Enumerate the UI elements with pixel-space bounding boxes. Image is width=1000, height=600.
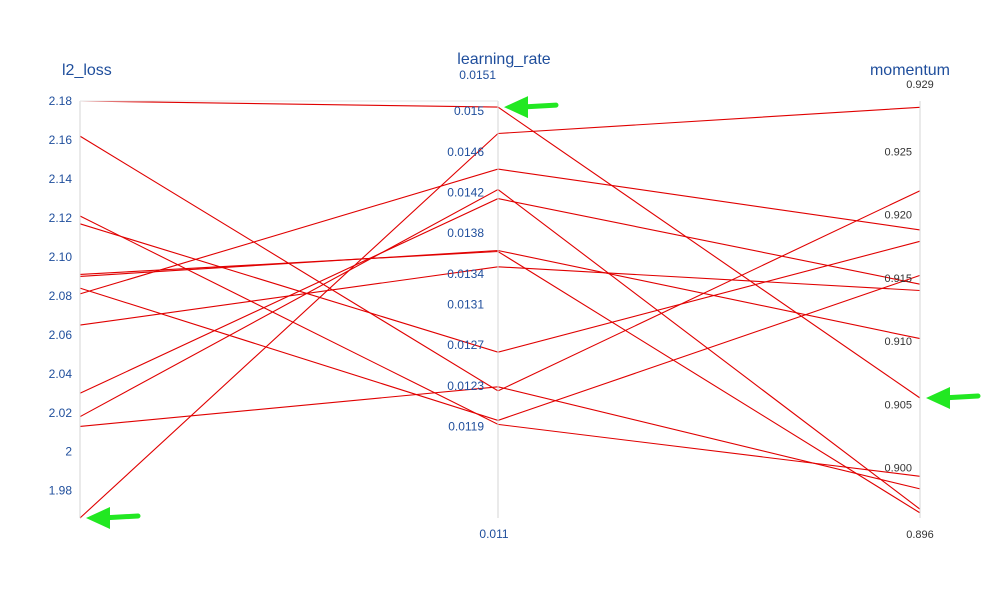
tick-label-learning-rate: 0.0142 xyxy=(447,186,484,200)
tick-label-learning-rate: 0.0134 xyxy=(447,267,484,281)
tick-label-l2-loss: 2.12 xyxy=(49,211,73,225)
tick-label-l2-loss: 2.04 xyxy=(49,367,73,381)
tick-label-learning-rate: 0.0146 xyxy=(447,145,484,159)
highlight-arrow-momentum xyxy=(926,386,981,409)
lines-layer xyxy=(79,100,921,519)
axis-titles: l2_loss learning_rate momentum xyxy=(62,51,950,79)
tick-label-l2-loss: 2.14 xyxy=(49,172,73,186)
tick-label-learning-rate: 0.011 xyxy=(479,527,508,541)
tick-label-momentum: 0.920 xyxy=(884,210,912,222)
axes-layer: 1.98 2 2.02 2.04 2.06 2.08 2.10 2.12 2.14 2.16 2.1… xyxy=(49,68,934,541)
highlight-arrow-l2-loss xyxy=(86,507,141,529)
tick-label-momentum: 0.910 xyxy=(884,336,912,348)
tick-label-momentum: 0.905 xyxy=(884,399,912,411)
highlight-markers xyxy=(86,96,981,529)
tick-label-learning-rate: 0.0138 xyxy=(447,226,484,240)
data-line-8 xyxy=(79,168,921,295)
data-line-2 xyxy=(79,135,921,392)
tick-label-momentum: 0.896 xyxy=(906,529,934,541)
tick-label-learning-rate: 0.0151 xyxy=(459,68,496,82)
data-line-5 xyxy=(79,250,921,514)
axis-title-learning-rate: learning_rate xyxy=(457,51,551,68)
axis-title-momentum: momentum xyxy=(870,62,950,79)
data-line-4 xyxy=(79,223,921,353)
tick-label-momentum: 0.900 xyxy=(884,462,912,474)
tick-label-l2-loss: 2.06 xyxy=(49,328,73,342)
tick-label-l2-loss: 2.16 xyxy=(49,133,73,147)
tick-label-learning-rate: 0.0123 xyxy=(447,379,484,393)
highlight-arrow-learning-rate xyxy=(504,96,559,119)
tick-label-l2-loss: 1.98 xyxy=(49,484,73,498)
data-line-6 xyxy=(79,249,921,340)
data-line-10 xyxy=(79,198,921,394)
tick-label-learning-rate: 0.0131 xyxy=(447,297,484,311)
tick-label-learning-rate: 0.0119 xyxy=(448,419,484,433)
tick-label-l2-loss: 2.10 xyxy=(49,250,73,264)
tick-label-learning-rate: 0.015 xyxy=(454,104,484,118)
tick-label-learning-rate: 0.0127 xyxy=(447,338,484,352)
data-line-3 xyxy=(79,215,921,477)
tick-label-momentum: 0.915 xyxy=(884,273,912,285)
data-line-1 xyxy=(79,100,921,399)
tick-label-l2-loss: 2.08 xyxy=(49,289,73,303)
tick-label-l2-loss: 2 xyxy=(65,445,72,459)
tick-label-l2-loss: 2.18 xyxy=(49,94,73,108)
tick-label-momentum: 0.929 xyxy=(906,79,934,91)
data-line-9 xyxy=(79,266,921,326)
tick-label-momentum: 0.925 xyxy=(884,147,912,159)
tick-label-l2-loss: 2.02 xyxy=(49,406,73,420)
axis-title-l2-loss: l2_loss xyxy=(62,62,112,79)
